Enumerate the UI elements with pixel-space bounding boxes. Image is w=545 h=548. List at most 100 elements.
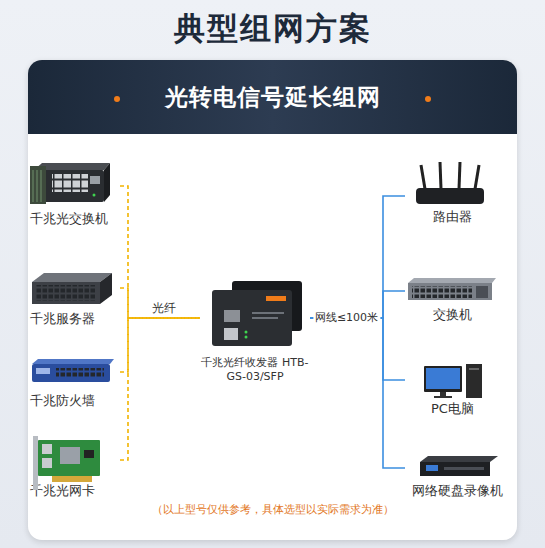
router-illustration-part xyxy=(421,165,425,189)
nvr-illustration-part xyxy=(444,467,484,470)
cable-link xyxy=(310,291,405,318)
device-node: 千兆光网卡 xyxy=(28,434,120,500)
device-node: PC电脑 xyxy=(405,360,500,418)
fiber-link xyxy=(120,318,200,460)
industrial-switch-illustration-part xyxy=(40,170,42,202)
firewall-illustration-part xyxy=(32,359,114,364)
pc-illustration-part xyxy=(426,368,460,389)
industrial-switch-illustration-part xyxy=(104,163,110,202)
network-card-illustration-part xyxy=(84,450,94,458)
fiber-link xyxy=(120,288,200,318)
network-card-illustration-part xyxy=(33,436,38,490)
device-label: 千兆服务器 xyxy=(30,310,95,328)
industrial-switch-illustration-part xyxy=(34,170,104,202)
header-band: 光转电信号延长组网 xyxy=(28,60,517,134)
pc-illustration-part xyxy=(469,368,479,370)
industrial-switch-illustration-part xyxy=(32,170,34,202)
router-illustration xyxy=(416,162,484,204)
media-converter-illustration xyxy=(212,281,302,346)
server-illustration-part xyxy=(100,273,112,304)
band-dots xyxy=(114,96,431,102)
media-converter-illustration-part xyxy=(252,317,278,319)
industrial-switch-illustration-part xyxy=(52,174,88,192)
link-label: 网线≤100米 xyxy=(313,310,380,326)
pc-illustration-part xyxy=(466,364,482,398)
device-label: 千兆光纤收发器 HTB-GS-03/SFP xyxy=(200,356,310,384)
device-node: 交换机 xyxy=(405,276,500,324)
media-converter-illustration-part xyxy=(252,312,284,314)
band-dots-part xyxy=(114,96,120,102)
industrial-switch-illustration-part xyxy=(30,166,46,204)
nvr-illustration-part xyxy=(426,465,438,471)
device-node: 千兆光交换机 xyxy=(28,160,120,228)
link-label: 光纤 xyxy=(152,300,176,317)
device-label: PC电脑 xyxy=(405,400,500,418)
network-panel: 光转电信号延长组网千兆光交换机千兆服务器千兆防火墙千兆光网卡 千兆光纤收发器 HT… xyxy=(28,60,517,540)
router-illustration-part xyxy=(416,188,484,204)
switch-illustration xyxy=(408,278,496,300)
network-card-illustration-part xyxy=(52,476,92,482)
switch-illustration-part xyxy=(408,283,492,300)
network-card-illustration-part xyxy=(42,444,52,454)
server-illustration-part xyxy=(35,285,95,301)
media-converter-illustration-part xyxy=(266,296,286,301)
nvr-illustration-part xyxy=(420,462,490,476)
device-node: 路由器 xyxy=(405,160,500,226)
cable-link xyxy=(310,318,405,380)
footnote-caption: （以上型号仅供参考，具体选型以实际需求为准） xyxy=(28,502,517,517)
media-converter-illustration-part xyxy=(224,328,238,340)
pc-illustration-part xyxy=(440,392,446,396)
device-label: 网络硬盘录像机 xyxy=(405,482,510,500)
device-node: 千兆防火墙 xyxy=(28,358,120,410)
industrial-switch-illustration xyxy=(30,163,110,204)
router-illustration-part xyxy=(475,165,479,189)
device-label: 千兆光网卡 xyxy=(30,482,95,500)
media-converter-node: 千兆光纤收发器 HTB-GS-03/SFP xyxy=(200,278,310,384)
media-converter-illustration-part xyxy=(245,331,248,334)
firewall-illustration-part xyxy=(32,364,110,382)
server-illustration-part xyxy=(32,273,112,282)
server-illustration-part xyxy=(32,282,100,304)
fiber-link xyxy=(120,186,200,318)
device-node: 千兆服务器 xyxy=(28,270,120,328)
firewall-illustration xyxy=(32,359,114,382)
industrial-switch-illustration-part xyxy=(93,194,96,197)
industrial-switch-illustration-part xyxy=(36,170,38,202)
nvr-illustration xyxy=(420,456,498,476)
pc-illustration-part xyxy=(424,366,462,392)
switch-illustration-part xyxy=(476,286,488,298)
device-node: 网络硬盘录像机 xyxy=(405,452,510,500)
industrial-switch-illustration-part xyxy=(34,163,110,170)
page-title: 典型组网方案 xyxy=(0,8,545,50)
media-converter-illustration-part xyxy=(212,290,292,346)
switch-illustration-part xyxy=(408,278,496,283)
industrial-switch-illustration-part xyxy=(90,176,100,184)
network-card-illustration-part xyxy=(38,440,100,476)
device-label: 千兆防火墙 xyxy=(30,392,95,410)
device-label: 交换机 xyxy=(405,306,500,324)
media-converter-illustration-part xyxy=(232,281,302,331)
fiber-link xyxy=(120,318,200,372)
media-converter-illustration-part xyxy=(245,336,248,339)
pc-illustration xyxy=(424,364,482,398)
device-label: 路由器 xyxy=(405,208,500,226)
router-illustration-part xyxy=(459,162,460,189)
nvr-illustration-part xyxy=(420,456,498,462)
server-illustration xyxy=(32,273,112,304)
network-card-illustration-part xyxy=(42,458,52,468)
media-converter-illustration-part xyxy=(224,310,240,322)
device-label: 千兆光交换机 xyxy=(30,210,108,228)
router-illustration-part xyxy=(440,162,441,189)
firewall-illustration-part xyxy=(36,368,50,374)
cable-link xyxy=(310,318,405,468)
firewall-illustration-part xyxy=(56,368,104,377)
switch-illustration-part xyxy=(412,286,472,298)
cable-link xyxy=(310,196,405,318)
network-card-illustration-part xyxy=(60,447,80,464)
band-title: 光转电信号延长组网 xyxy=(165,82,381,113)
